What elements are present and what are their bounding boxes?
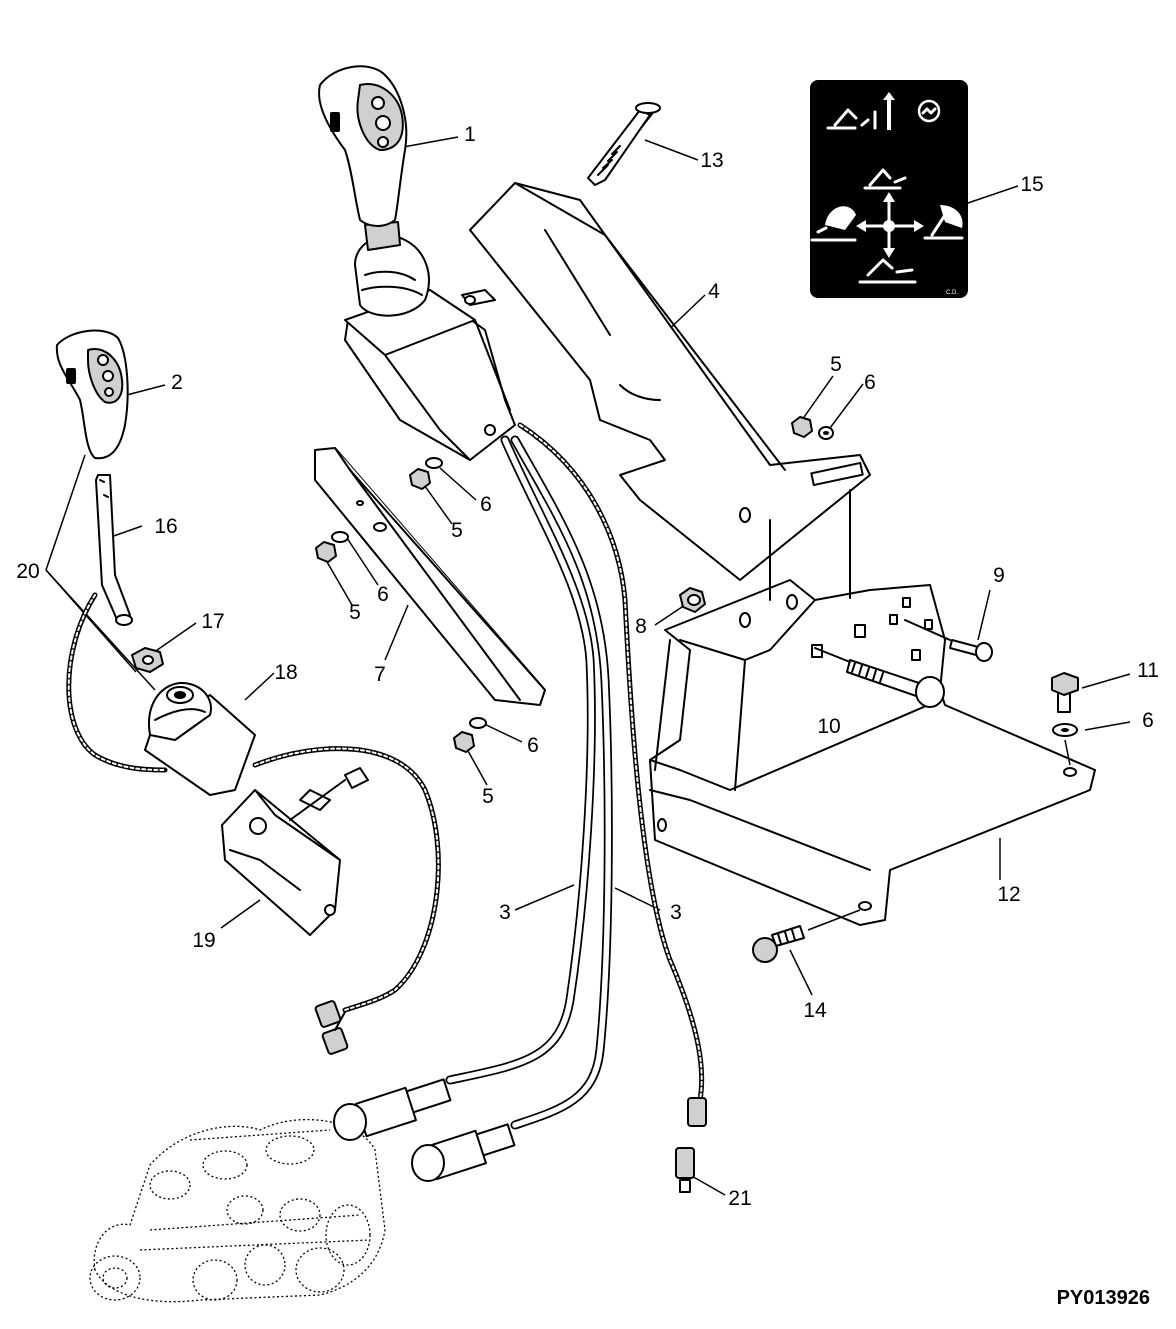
callout-18: 18 bbox=[274, 661, 297, 684]
callout-8: 8 bbox=[635, 615, 647, 638]
bolt-13 bbox=[587, 102, 661, 186]
auxiliary-joystick-assembly bbox=[55, 329, 369, 936]
hardware-nuts-washers bbox=[315, 416, 834, 753]
callout-13: 13 bbox=[700, 149, 723, 172]
callout-10: 10 bbox=[817, 715, 840, 738]
callout-5b: 5 bbox=[451, 519, 463, 542]
four-way-arrow-icon bbox=[856, 192, 924, 258]
control-pattern-decal-15: C.D. bbox=[810, 80, 968, 298]
callout-6c: 6 bbox=[377, 583, 389, 606]
boom-lower-icon bbox=[858, 258, 917, 284]
callout-6d: 6 bbox=[527, 734, 539, 757]
callout-6e: 6 bbox=[1142, 709, 1154, 732]
callout-15: 15 bbox=[1020, 173, 1043, 196]
boom-raise-icon bbox=[826, 108, 877, 130]
base-plate-12 bbox=[649, 489, 1096, 926]
bucket-rollback-icon bbox=[825, 206, 856, 230]
bucket-dump-icon bbox=[940, 205, 963, 228]
wire-harness-21 bbox=[517, 422, 707, 1193]
callout-20: 20 bbox=[16, 560, 39, 583]
callout-1: 1 bbox=[464, 123, 476, 146]
joystick-assembly-1 bbox=[318, 65, 516, 461]
float-icon bbox=[917, 99, 941, 123]
left-wiring-harness bbox=[66, 592, 441, 1055]
callout-4: 4 bbox=[708, 280, 720, 303]
callout-2: 2 bbox=[171, 371, 183, 394]
callout-11: 11 bbox=[1137, 659, 1159, 682]
callout-3b: 3 bbox=[670, 901, 682, 924]
callout-5c: 5 bbox=[349, 601, 361, 624]
cable-assembly-3 bbox=[333, 435, 613, 1182]
callout-6a: 6 bbox=[864, 371, 876, 394]
callout-21: 21 bbox=[728, 1187, 751, 1210]
decal-code: C.D. bbox=[946, 290, 958, 296]
callout-6b: 6 bbox=[480, 493, 492, 516]
hydraulic-valve-block bbox=[89, 1118, 386, 1303]
callout-17: 17 bbox=[201, 610, 224, 633]
callout-7: 7 bbox=[374, 663, 386, 686]
callout-labels: 1 2 3 3 4 5 5 5 5 6 6 6 6 6 7 8 9 10 11 … bbox=[16, 123, 1159, 1210]
mounting-bracket-7 bbox=[314, 447, 546, 706]
callout-12: 12 bbox=[997, 883, 1020, 906]
callout-14: 14 bbox=[803, 999, 827, 1022]
callout-5a: 5 bbox=[830, 353, 842, 376]
callout-9: 9 bbox=[993, 564, 1005, 587]
mounting-plate-4 bbox=[469, 182, 871, 581]
bolts bbox=[752, 619, 1079, 963]
callout-16: 16 bbox=[154, 515, 177, 538]
document-id: PY013926 bbox=[1057, 1287, 1150, 1309]
callout-5d: 5 bbox=[482, 785, 494, 808]
callout-19: 19 bbox=[192, 929, 215, 952]
callout-3a: 3 bbox=[499, 901, 511, 924]
